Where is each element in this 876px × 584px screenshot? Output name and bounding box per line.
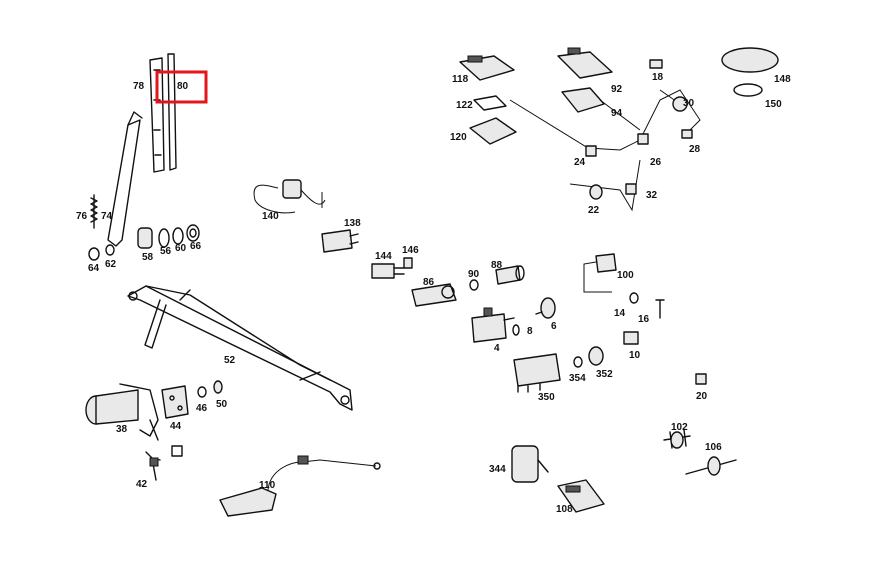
label-100[interactable]: 100	[617, 270, 634, 281]
lamp-92[interactable]	[557, 47, 613, 79]
label-18[interactable]: 18	[652, 72, 664, 83]
lamp-118[interactable]	[459, 55, 515, 81]
label-88[interactable]: 88	[491, 260, 503, 271]
label-148[interactable]: 148	[774, 74, 791, 85]
label-80[interactable]: 80	[177, 81, 189, 92]
label-42[interactable]: 42	[136, 479, 148, 490]
relay-box-4[interactable]	[471, 307, 515, 343]
label-354[interactable]: 354	[569, 373, 586, 384]
wiper-linkage-52[interactable]	[127, 285, 353, 411]
lens-150[interactable]	[733, 83, 763, 97]
spring-76[interactable]	[90, 194, 98, 229]
label-66[interactable]: 66	[190, 241, 202, 252]
bulb-102[interactable]	[663, 429, 691, 449]
label-20[interactable]: 20	[696, 391, 708, 402]
label-30[interactable]: 30	[683, 98, 695, 109]
label-74[interactable]: 74	[101, 211, 113, 222]
washers-row[interactable]	[88, 224, 200, 261]
screw-16[interactable]	[655, 299, 665, 319]
label-22[interactable]: 22	[588, 205, 600, 216]
label-110[interactable]: 110	[259, 480, 276, 491]
label-16[interactable]: 16	[638, 314, 650, 325]
label-76[interactable]: 76	[76, 211, 88, 222]
wiper-arm-74[interactable]	[107, 111, 143, 247]
label-58[interactable]: 58	[142, 252, 154, 263]
label-138[interactable]: 138	[344, 218, 361, 229]
label-62[interactable]: 62	[105, 259, 117, 270]
label-102[interactable]: 102	[671, 422, 688, 433]
lamp-120[interactable]	[469, 117, 517, 145]
highlight-box-80	[155, 70, 208, 104]
socket-138[interactable]	[321, 229, 359, 253]
label-350[interactable]: 350	[538, 392, 555, 403]
connector-10[interactable]	[623, 331, 639, 345]
relay-144[interactable]	[371, 263, 405, 279]
wiper-blade-insert-80[interactable]	[167, 53, 177, 171]
label-6[interactable]: 6	[551, 321, 557, 332]
label-90[interactable]: 90	[468, 269, 480, 280]
mounting-plate-44[interactable]	[161, 385, 189, 419]
lens-122[interactable]	[473, 95, 507, 111]
bulb-106[interactable]	[685, 456, 737, 476]
label-344[interactable]: 344	[489, 464, 506, 475]
labels: 78 80 76 74 58 56 60 66 64 62 52 38 44 4…	[76, 72, 791, 515]
relay-can-344[interactable]	[511, 445, 549, 483]
label-140[interactable]: 140	[262, 211, 279, 222]
label-78[interactable]: 78	[133, 81, 145, 92]
label-44[interactable]: 44	[170, 421, 182, 432]
control-unit-350[interactable]	[513, 353, 561, 393]
relay-100[interactable]	[583, 253, 617, 293]
label-32[interactable]: 32	[646, 190, 658, 201]
label-46[interactable]: 46	[196, 403, 208, 414]
label-24[interactable]: 24	[574, 157, 586, 168]
switch-86[interactable]	[411, 283, 457, 307]
lamp-housing-108[interactable]	[557, 479, 605, 513]
washer-90[interactable]	[469, 279, 479, 291]
washer-8[interactable]	[512, 324, 520, 336]
label-14[interactable]: 14	[614, 308, 626, 319]
label-94[interactable]: 94	[611, 108, 623, 119]
lamp-110[interactable]	[219, 455, 381, 517]
label-352[interactable]: 352	[596, 369, 613, 380]
label-146[interactable]: 146	[402, 245, 419, 256]
wiring-harness[interactable]	[509, 89, 701, 212]
label-52[interactable]: 52	[224, 355, 236, 366]
label-92[interactable]: 92	[611, 84, 623, 95]
lamp-148[interactable]	[721, 47, 779, 73]
label-122[interactable]: 122	[456, 100, 473, 111]
label-86[interactable]: 86	[423, 277, 435, 288]
wiper-motor-38[interactable]	[85, 383, 159, 441]
switch-140[interactable]	[253, 179, 326, 214]
plug-146[interactable]	[403, 257, 413, 269]
lens-94[interactable]	[561, 87, 605, 113]
plug-14[interactable]	[629, 292, 639, 304]
bolts-46-50[interactable]	[171, 380, 223, 457]
label-64[interactable]: 64	[88, 263, 100, 274]
clip-18[interactable]	[649, 59, 663, 69]
washer-354[interactable]	[573, 356, 583, 368]
label-50[interactable]: 50	[216, 399, 228, 410]
bulb-352[interactable]	[588, 346, 604, 366]
label-144[interactable]: 144	[375, 251, 392, 262]
label-10[interactable]: 10	[629, 350, 641, 361]
label-56[interactable]: 56	[160, 246, 172, 257]
label-108[interactable]: 108	[556, 504, 573, 515]
label-38[interactable]: 38	[116, 424, 128, 435]
label-4[interactable]: 4	[494, 343, 500, 354]
label-106[interactable]: 106	[705, 442, 722, 453]
bulb-6[interactable]	[535, 297, 556, 319]
label-28[interactable]: 28	[689, 144, 701, 155]
label-8[interactable]: 8	[527, 326, 533, 337]
clip-20[interactable]	[695, 373, 707, 385]
label-120[interactable]: 120	[450, 132, 467, 143]
connector-42[interactable]	[145, 451, 161, 481]
label-118[interactable]: 118	[452, 74, 469, 85]
label-26[interactable]: 26	[650, 157, 662, 168]
label-60[interactable]: 60	[175, 243, 187, 254]
label-150[interactable]: 150	[765, 99, 782, 110]
bulb-holder-88[interactable]	[495, 265, 525, 285]
